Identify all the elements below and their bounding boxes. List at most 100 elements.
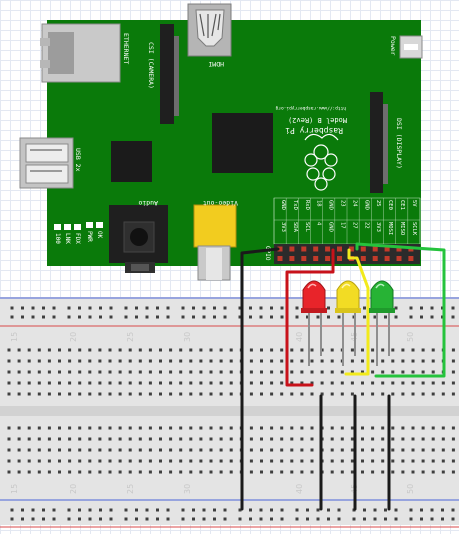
breadboard-hole — [179, 470, 183, 474]
rail-hole — [394, 508, 398, 512]
gpio-pin — [325, 246, 331, 252]
breadboard-hole — [280, 437, 284, 441]
breadboard-hole — [371, 392, 375, 396]
breadboard-hole — [199, 392, 203, 396]
breadboard-hole — [68, 470, 72, 474]
breadboard-hole — [300, 437, 304, 441]
breadboard-hole — [199, 348, 203, 352]
wire-red — [285, 248, 335, 387]
video-out-label: Video-out — [203, 199, 238, 207]
rail-hole — [88, 306, 92, 310]
breadboard-hole — [441, 459, 445, 463]
led-label: FDX — [74, 233, 81, 244]
breadboard-hole — [280, 426, 284, 430]
breadboard-hole — [219, 348, 223, 352]
breadboard-hole — [310, 392, 314, 396]
dsi-connector: DSI (DISPLAY) — [370, 92, 403, 193]
breadboard-hole — [37, 381, 41, 385]
breadboard-hole — [340, 459, 344, 463]
breadboard-hole — [330, 437, 334, 441]
breadboard-hole — [310, 359, 314, 363]
breadboard-hole — [88, 348, 92, 352]
breadboard-hole — [431, 348, 435, 352]
rail-hole — [259, 315, 263, 319]
breadboard-hole — [47, 470, 51, 474]
breadboard-hole — [17, 448, 21, 452]
breadboard-hole — [179, 359, 183, 363]
breadboard-hole — [330, 381, 334, 385]
rail-hole — [420, 517, 423, 521]
breadboard-hole — [189, 381, 193, 385]
rail-hole — [295, 517, 299, 521]
rail-hole — [99, 315, 102, 319]
gpio-pin-label: MOSI — [387, 222, 393, 235]
breadboard-hole — [138, 470, 142, 474]
breadboard-hole — [7, 370, 11, 374]
breadboard-hole — [169, 370, 173, 374]
breadboard-hole — [189, 348, 193, 352]
breadboard-hole — [401, 359, 405, 363]
breadboard-hole — [179, 426, 183, 430]
breadboard-hole — [290, 381, 294, 385]
rail-hole — [181, 306, 185, 310]
rail-hole — [78, 306, 81, 310]
breadboard-hole — [280, 459, 284, 463]
rail-hole — [124, 315, 128, 319]
breadboard-hole — [290, 470, 294, 474]
gpio-pin — [372, 256, 378, 261]
breadboard-hole — [260, 470, 263, 474]
ethernet-label: ETHERNET — [122, 33, 130, 64]
rail-hole — [238, 315, 242, 319]
breadboard-hole — [451, 459, 455, 463]
gpio-pin-label: 3V3 — [280, 222, 286, 232]
breadboard-hole — [350, 437, 354, 441]
breadboard-hole — [159, 470, 162, 474]
gpio-pin-label: 18 — [316, 200, 322, 207]
breadboard-hole — [159, 370, 162, 374]
breadboard-hole — [47, 459, 51, 463]
rail-hole — [124, 517, 128, 521]
hdmi-port: HDMI — [187, 3, 232, 68]
rail-hole — [451, 508, 455, 512]
breadboard-hole — [98, 459, 102, 463]
breadboard-hole — [7, 348, 11, 352]
rail-hole — [384, 508, 387, 512]
rail-hole — [327, 508, 330, 512]
breadboard-hole — [209, 448, 213, 452]
breadboard-hole — [391, 348, 395, 352]
breadboard-hole — [68, 392, 72, 396]
breadboard-hole — [68, 437, 72, 441]
breadboard-hole — [159, 437, 162, 441]
breadboard-hole — [37, 348, 41, 352]
breadboard-hole — [128, 392, 132, 396]
rail-hole — [441, 517, 444, 521]
breadboard-hole — [229, 359, 233, 363]
chip-soc — [212, 113, 273, 173]
breadboard-hole — [88, 370, 92, 374]
rail-hole — [337, 508, 341, 512]
breadboard-hole — [391, 370, 395, 374]
rail-hole — [21, 315, 24, 319]
breadboard-hole — [138, 392, 142, 396]
breadboard-hole — [381, 392, 385, 396]
breadboard-hole — [17, 359, 21, 363]
breadboard-hole — [340, 381, 344, 385]
gpio-pins — [277, 246, 414, 261]
breadboard-hole — [431, 459, 435, 463]
breadboard-hole — [330, 470, 334, 474]
breadboard-hole — [138, 459, 142, 463]
gpio-pin — [396, 246, 402, 252]
breadboard-hole — [280, 470, 284, 474]
breadboard-hole — [371, 459, 375, 463]
rail-hole — [109, 315, 113, 319]
breadboard-hole — [401, 348, 405, 352]
breadboard-hole — [148, 370, 152, 374]
gpio-pin-label: RxD — [304, 200, 310, 210]
rail-hole — [451, 517, 455, 521]
rail-hole — [420, 306, 423, 310]
breadboard-hole — [58, 392, 61, 396]
rail-hole — [88, 517, 92, 521]
breadboard-hole — [159, 426, 162, 430]
breadboard-hole — [47, 359, 51, 363]
breadboard-hole — [17, 437, 21, 441]
